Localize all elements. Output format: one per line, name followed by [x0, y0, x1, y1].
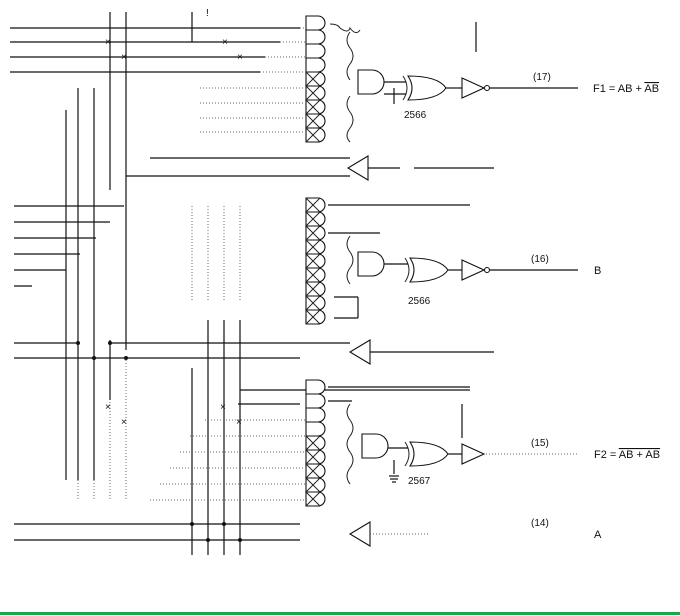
fuse-cross-icon: × — [220, 402, 226, 413]
and-gate-icon — [361, 433, 389, 459]
fuse-cross-icon: × — [236, 417, 242, 428]
f1-function-label: F1 = AB + AB — [593, 83, 659, 95]
buffer-icon — [461, 259, 486, 281]
buffer-icon — [346, 155, 369, 181]
xor-top: 2566 (17) F1 = AB + AB — [384, 22, 659, 121]
vertical-columns — [65, 12, 193, 500]
input-wires-top: × × × × ! — [10, 8, 305, 133]
fuse-cross-icon: × — [121, 52, 127, 63]
fuse-cross-icon: × — [105, 37, 111, 48]
feedback-buffer-3: (14) A — [14, 518, 602, 547]
buffer-icon — [461, 77, 486, 99]
feedback-buffer-1 — [126, 155, 494, 181]
and-gate-icon — [357, 251, 385, 277]
product-terms-top — [329, 23, 395, 143]
and-gate-icon — [357, 69, 385, 95]
pin-14-label: (14) — [531, 518, 549, 529]
svg-text:!: ! — [206, 8, 209, 19]
input-wires-mid — [14, 205, 241, 300]
f2-function-label: F2 = AB + AB — [594, 449, 660, 461]
fuse-cross-icon: × — [222, 37, 228, 48]
buffer-icon — [348, 339, 371, 365]
footer-rule — [0, 612, 680, 615]
pin-17-label: (17) — [533, 72, 551, 83]
xor-bottom: 2567 (15) F2 = AB + AB — [361, 404, 660, 487]
and-array-bottom — [305, 379, 470, 507]
xor-mid: 2566 (16) B — [346, 235, 601, 307]
b-function-label: B — [594, 265, 601, 277]
pin-15-label: (15) — [531, 438, 549, 449]
and-array-mid — [305, 197, 470, 325]
and-array-top — [305, 15, 326, 143]
part-number-2566-a: 2566 — [404, 110, 427, 121]
pin-16-label: (16) — [531, 254, 549, 265]
xor-gate-icon — [408, 257, 449, 283]
part-number-2567: 2567 — [408, 476, 431, 487]
fuse-cross-icon: × — [121, 417, 127, 428]
feedback-buffer-2 — [14, 339, 494, 365]
buffer-icon — [461, 443, 486, 465]
buffer-icon — [348, 521, 371, 547]
fuse-cross-icon: × — [105, 402, 111, 413]
xor-gate-icon — [408, 441, 449, 467]
a-function-label: A — [594, 529, 602, 541]
part-number-2566-b: 2566 — [408, 296, 431, 307]
fuse-cross-icon: × — [237, 52, 243, 63]
xor-gate-icon — [406, 75, 447, 101]
input-wires-bottom: × × × × — [105, 320, 470, 555]
